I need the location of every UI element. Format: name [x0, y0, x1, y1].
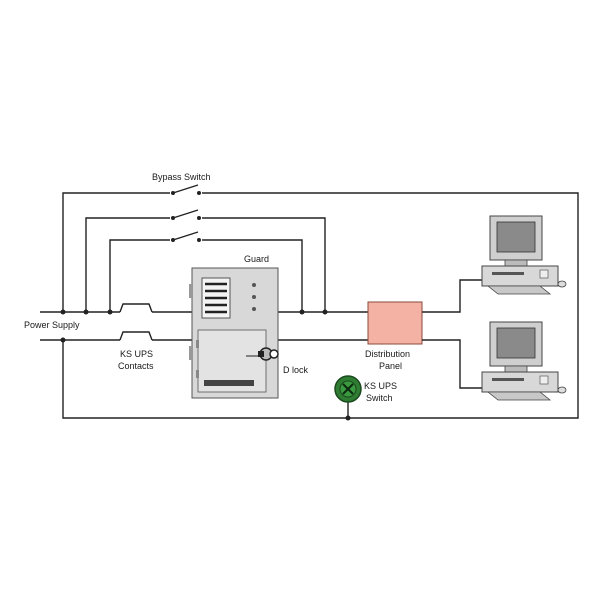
- vent-grille-icon: [201, 277, 231, 319]
- bypass-switch-2: [171, 209, 201, 220]
- computer-icon-2: [481, 321, 567, 401]
- bypass-switch: [171, 184, 201, 242]
- power-supply-label: Power Supply: [24, 320, 80, 330]
- outer-loop-wire: [62, 192, 579, 419]
- guard-label: Guard: [244, 254, 269, 264]
- ks-ups-switch-icon: [334, 375, 362, 418]
- indicator-lights-icon: [252, 283, 256, 311]
- panel-output-bottom: [422, 339, 487, 389]
- ks-ups-contacts-label-2: Contacts: [118, 361, 154, 371]
- supply-line-bottom: [40, 339, 368, 355]
- d-lock-icon: [246, 347, 279, 361]
- distribution-panel: [367, 301, 423, 345]
- computer-icon-1: [481, 215, 567, 295]
- bypass-switch-1: [171, 184, 201, 195]
- distribution-panel-label-2: Panel: [379, 361, 402, 371]
- bypass-switch-3: [171, 231, 201, 242]
- junction-dots: [60, 309, 351, 421]
- d-lock-label: D lock: [283, 365, 309, 375]
- ks-ups-switch-label-1: KS UPS: [364, 381, 397, 391]
- bypass-wire-3: [109, 239, 303, 312]
- guard-cabinet: [189, 267, 279, 399]
- distribution-panel-label-1: Distribution: [365, 349, 410, 359]
- ks-ups-switch-label-2: Switch: [366, 393, 393, 403]
- cabinet-slot: [204, 380, 254, 386]
- ks-ups-contacts-label-1: KS UPS: [120, 349, 153, 359]
- ks-ups-contacts-icon: [119, 303, 153, 341]
- bypass-switch-label: Bypass Switch: [152, 172, 211, 182]
- bypass-wire-2: [85, 217, 326, 312]
- panel-output-top: [422, 279, 487, 313]
